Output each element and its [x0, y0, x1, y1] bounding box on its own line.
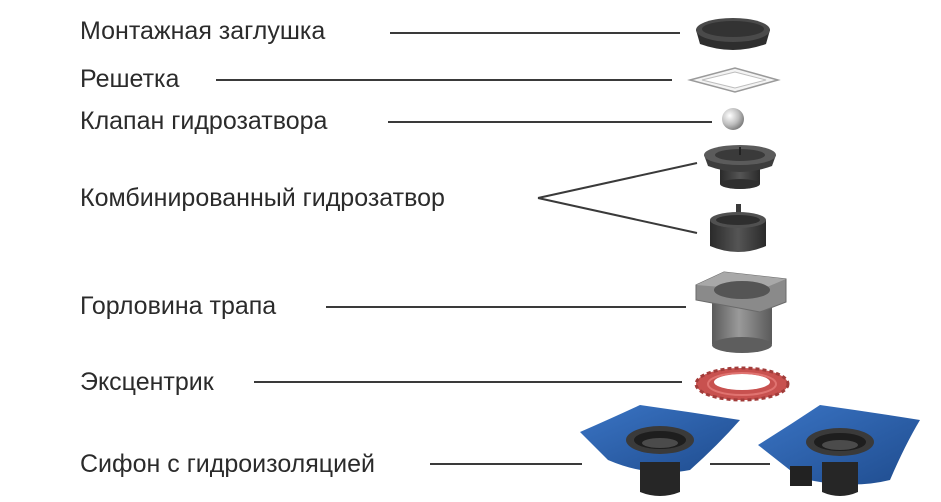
mounting-cap-part	[696, 18, 770, 50]
eccentric-part	[694, 366, 790, 402]
leader-combined-upper	[537, 162, 698, 199]
label-grate: Решетка	[80, 65, 180, 93]
label-trap-valve: Клапан гидрозатвора	[80, 107, 328, 135]
leader-combined-lower	[537, 197, 698, 234]
label-mounting-cap: Монтажная заглушка	[80, 17, 326, 45]
siphon-left-part	[580, 405, 740, 496]
grate-part	[687, 67, 781, 93]
leader-lines	[216, 32, 770, 465]
label-drain-neck: Горловина трапа	[80, 292, 277, 320]
drain-neck-part	[695, 271, 787, 353]
combined-trap-lower-part	[710, 204, 766, 252]
trap-valve-ball	[722, 108, 744, 130]
label-eccentric: Эксцентрик	[80, 368, 214, 396]
label-siphon: Сифон с гидроизоляцией	[80, 450, 375, 478]
label-combined-trap: Комбинированный гидрозатвор	[80, 184, 445, 212]
siphon-right-part	[758, 405, 920, 496]
combined-trap-upper-part	[704, 145, 776, 189]
